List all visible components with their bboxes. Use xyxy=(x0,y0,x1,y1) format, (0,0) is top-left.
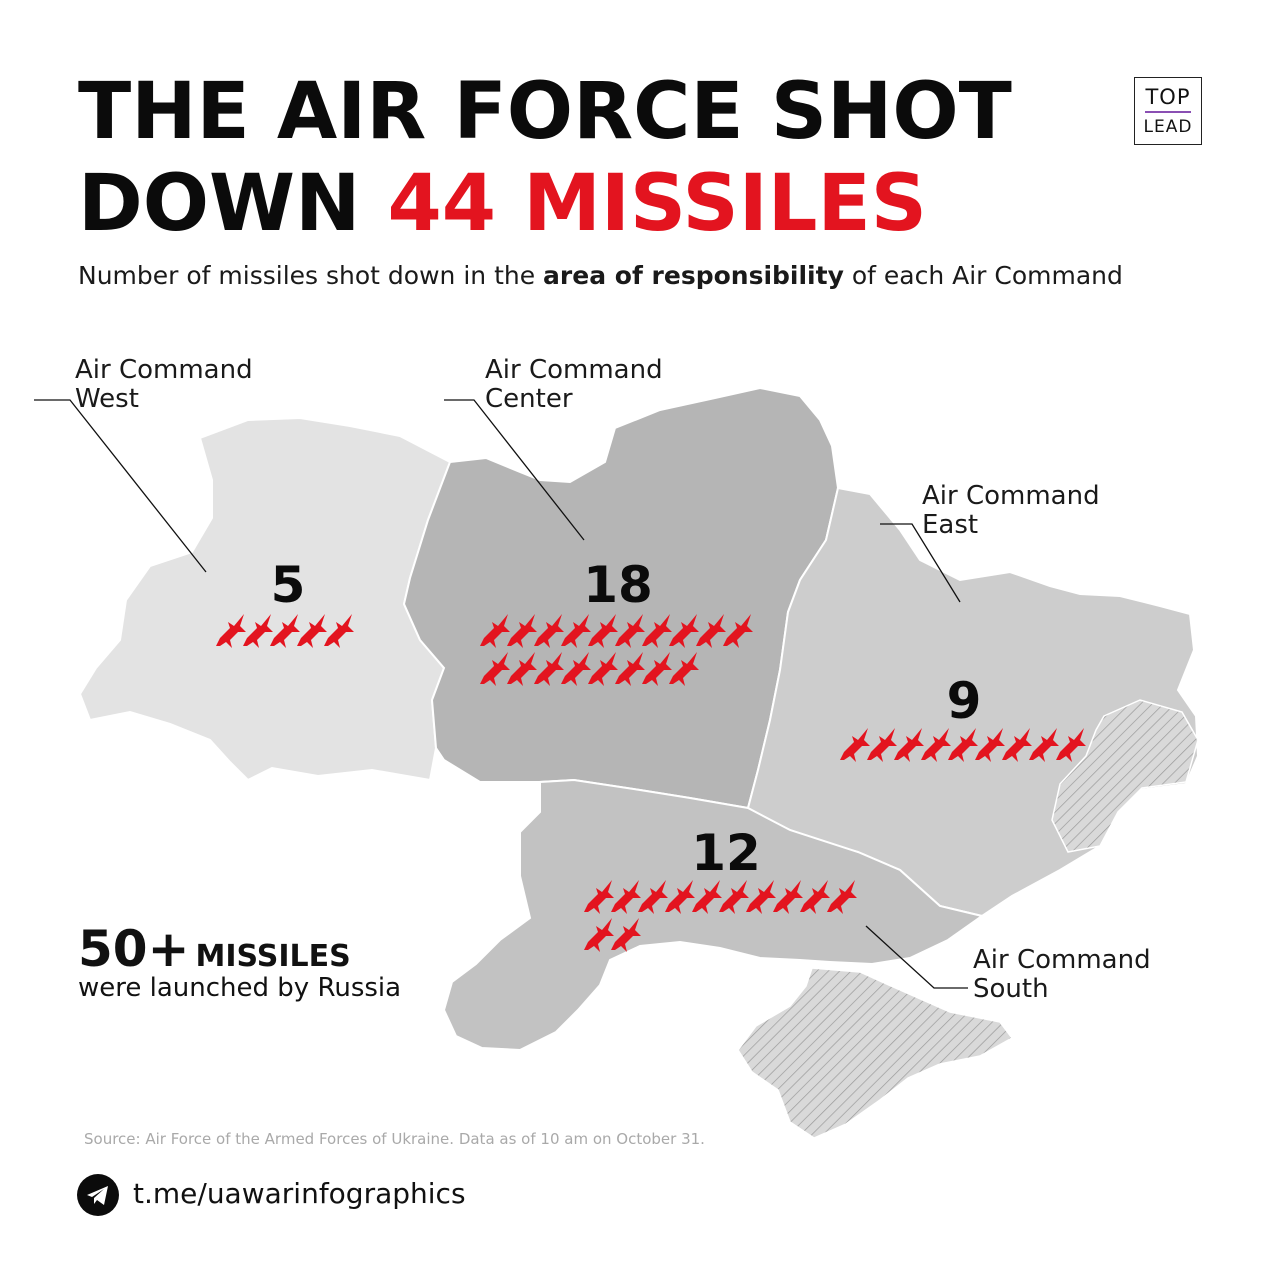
leader-east xyxy=(880,523,961,603)
missile-icon xyxy=(638,880,668,914)
title-line1: THE AIR FORCE SHOT xyxy=(78,67,1012,157)
title-line2-prefix: DOWN xyxy=(78,159,361,249)
label-center-line1: Air Command xyxy=(485,355,663,385)
subtitle-bold: area of responsibility xyxy=(543,261,844,290)
title-line2-accent: 44 MISSILES xyxy=(387,159,927,249)
count-west: 5 xyxy=(271,556,306,614)
leader-center xyxy=(444,399,585,541)
missile-group-east xyxy=(840,728,1086,762)
missile-icon xyxy=(642,614,672,648)
missile-icon xyxy=(615,652,645,686)
missile-icon xyxy=(948,728,978,762)
missile-icon xyxy=(800,880,830,914)
missile-group-center xyxy=(480,614,753,686)
total-number: 50+ xyxy=(78,920,190,978)
region-west xyxy=(78,416,452,782)
count-south: 12 xyxy=(691,824,761,882)
missile-icon xyxy=(746,880,776,914)
missile-icon xyxy=(723,614,753,648)
missile-group-south xyxy=(584,880,857,952)
missile-icon xyxy=(827,880,857,914)
leader-west xyxy=(34,399,207,573)
total-unit: MISSILES xyxy=(195,939,351,974)
missile-icon xyxy=(507,614,537,648)
missile-icon xyxy=(297,614,327,648)
missile-group-west xyxy=(216,614,354,648)
logo-bottom-text: LEAD xyxy=(1143,116,1193,137)
label-south-line1: Air Command xyxy=(973,945,1151,975)
count-center: 18 xyxy=(583,556,653,614)
missile-icon xyxy=(534,614,564,648)
missile-icon xyxy=(642,652,672,686)
missile-icon xyxy=(480,614,510,648)
subtitle: Number of missiles shot down in the area… xyxy=(78,259,1123,293)
missile-icon xyxy=(561,614,591,648)
missile-icon xyxy=(324,614,354,648)
region-south xyxy=(442,778,985,1052)
label-west-line2: West xyxy=(75,384,139,414)
label-west-line1: Air Command xyxy=(75,355,253,385)
missile-icon xyxy=(216,614,246,648)
count-east: 9 xyxy=(947,672,982,730)
missile-icon xyxy=(719,880,749,914)
occupied-east xyxy=(1051,699,1199,853)
missile-icon xyxy=(615,614,645,648)
label-east-line1: Air Command xyxy=(922,481,1100,511)
label-air-command-south: Air Command South xyxy=(973,946,1151,1004)
missile-icon xyxy=(480,652,510,686)
missile-icon xyxy=(669,614,699,648)
total-text: were launched by Russia xyxy=(78,973,402,1003)
missile-icon xyxy=(669,652,699,686)
missile-icon xyxy=(1056,728,1086,762)
missile-icon xyxy=(840,728,870,762)
missile-icon xyxy=(507,652,537,686)
label-air-command-east: Air Command East xyxy=(922,482,1100,540)
logo-divider xyxy=(1145,111,1191,113)
label-east-line2: East xyxy=(922,510,979,540)
logo-top-text: TOP xyxy=(1145,85,1191,109)
label-air-command-center: Air Command Center xyxy=(485,356,663,414)
missile-icon xyxy=(243,614,273,648)
label-center-line2: Center xyxy=(485,384,573,414)
page-title: THE AIR FORCE SHOT DOWN 44 MISSILES xyxy=(78,66,1012,250)
missile-icon xyxy=(773,880,803,914)
missile-icon xyxy=(921,728,951,762)
subtitle-before: Number of missiles shot down in the xyxy=(78,261,536,290)
missile-icon xyxy=(534,652,564,686)
missile-icon xyxy=(588,652,618,686)
total-launched: 50+MISSILES were launched by Russia xyxy=(78,920,401,1002)
missile-icon xyxy=(584,880,614,914)
missile-icon xyxy=(1029,728,1059,762)
missile-icon xyxy=(975,728,1005,762)
top-lead-logo: TOP LEAD xyxy=(1134,77,1202,145)
missile-icon xyxy=(665,880,695,914)
subtitle-after: of each Air Command xyxy=(851,261,1123,290)
missile-icon xyxy=(270,614,300,648)
missile-icon xyxy=(561,652,591,686)
missile-icon xyxy=(867,728,897,762)
source-note: Source: Air Force of the Armed Forces of… xyxy=(84,1130,705,1148)
missile-icon xyxy=(894,728,924,762)
crimea xyxy=(737,967,1014,1139)
missile-icon xyxy=(1002,728,1032,762)
leader-south xyxy=(865,925,968,989)
label-south-line2: South xyxy=(973,974,1049,1004)
missile-icon xyxy=(692,880,722,914)
telegram-link[interactable]: t.me/uawarinfographics xyxy=(133,1177,466,1210)
missile-icon xyxy=(696,614,726,648)
missile-icon xyxy=(611,880,641,914)
missile-icon xyxy=(611,918,641,952)
telegram-icon xyxy=(77,1174,119,1216)
label-air-command-west: Air Command West xyxy=(75,356,253,414)
missile-icon xyxy=(588,614,618,648)
missile-icon xyxy=(584,918,614,952)
